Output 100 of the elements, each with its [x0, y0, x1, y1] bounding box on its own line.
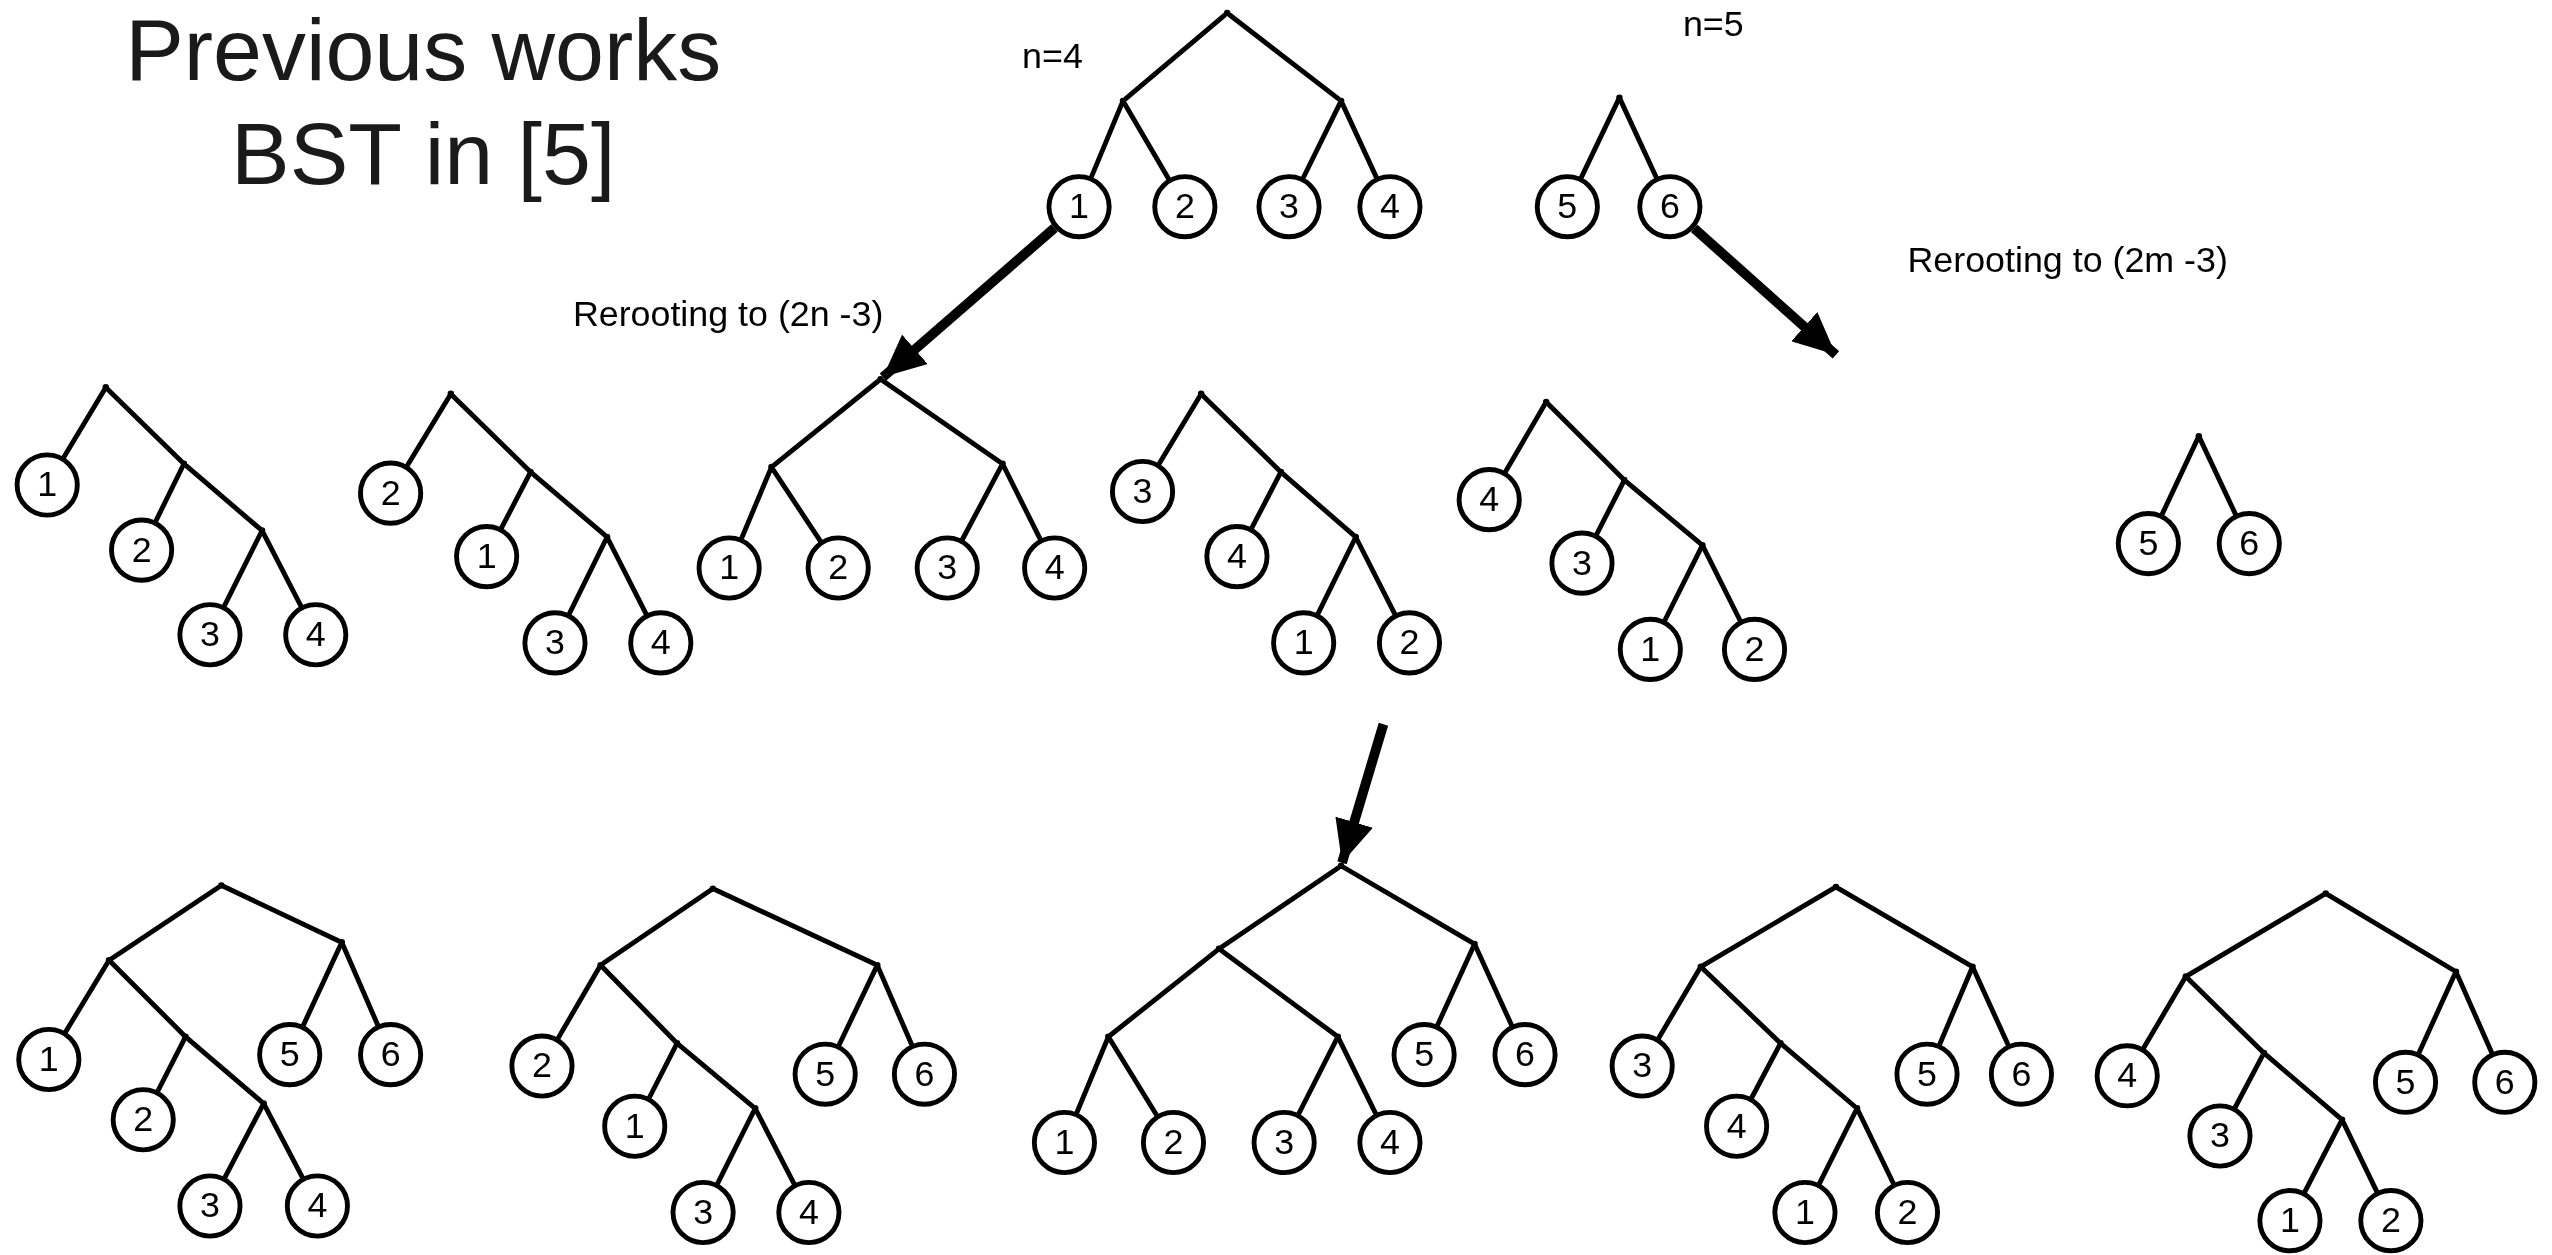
leaf-node: 6 — [1637, 174, 1703, 240]
tree-branch — [1089, 101, 1125, 180]
tree-branch — [1780, 1042, 1857, 1109]
tree-branch — [2454, 972, 2495, 1055]
tree-branch — [1624, 479, 1703, 546]
tree-branch — [1817, 1108, 1858, 1186]
leaf-node: 1 — [602, 1093, 668, 1159]
leaf-node: 6 — [1988, 1041, 2054, 1107]
leaf-node: 3 — [1609, 1033, 1675, 1099]
leaf-node: 2 — [358, 460, 424, 526]
leaf-node: 1 — [14, 452, 80, 518]
leaf-node: 3 — [914, 535, 980, 601]
leaf-node: 2 — [1376, 610, 1442, 676]
tree-branch — [2141, 976, 2187, 1051]
tree-branch — [1662, 545, 1704, 623]
tree-branch — [1108, 948, 1219, 1038]
tree-branch — [1971, 967, 2011, 1047]
branch-point — [1616, 94, 1623, 101]
leaf-node: 4 — [1357, 174, 1423, 240]
leaf-node: 4 — [1704, 1093, 1770, 1159]
branch-point — [1119, 97, 1127, 105]
tree-branch — [606, 537, 649, 617]
branch-point — [597, 961, 604, 969]
leaf-node: 1 — [1772, 1179, 1838, 1246]
branch-point — [1337, 97, 1345, 105]
leaf-node: 6 — [891, 1041, 957, 1107]
tree-branch — [1749, 1043, 1782, 1100]
branch-point — [1853, 1105, 1861, 1112]
tree-branch — [1340, 101, 1379, 180]
tree-branch — [566, 537, 609, 617]
tree-branch — [1201, 393, 1281, 473]
branch-point — [1277, 468, 1285, 476]
tree-branch — [183, 463, 262, 531]
tree-branch — [1578, 98, 1621, 180]
leaf-node: 2 — [509, 1033, 575, 1099]
leaf-node: 3 — [177, 1173, 243, 1239]
tree-branch — [1122, 101, 1171, 182]
branch-point — [768, 463, 775, 471]
tree-branch — [715, 1108, 757, 1186]
leaf-node: 5 — [1534, 174, 1600, 240]
branch-point — [258, 527, 266, 534]
leaf-node: 1 — [1617, 616, 1683, 682]
leaf-node: 3 — [177, 602, 243, 668]
branch-point — [1697, 963, 1705, 970]
tree-branch — [300, 942, 343, 1028]
leaf-node: 3 — [670, 1179, 736, 1246]
branch-point — [999, 460, 1006, 468]
tree-branch — [1219, 865, 1341, 950]
tree-branch — [105, 387, 185, 464]
tree-branch — [2185, 976, 2265, 1054]
branch-point — [1105, 1033, 1112, 1040]
branch-point — [1777, 1040, 1784, 1047]
tree-branch — [836, 965, 879, 1048]
leaf-node: 5 — [2372, 1049, 2439, 1115]
tree-branch — [771, 378, 881, 468]
leaf-node: 4 — [1357, 1110, 1423, 1176]
leaf-node: 3 — [1549, 530, 1615, 596]
leaf-node: 2 — [1721, 616, 1788, 682]
tree-branch — [713, 887, 877, 967]
leaf-node: 6 — [358, 1022, 424, 1088]
tree-branch — [109, 884, 222, 961]
leaf-node: 4 — [283, 602, 349, 668]
tree-branch — [1836, 886, 1973, 968]
branch-point — [1197, 390, 1205, 398]
branch-point — [1215, 945, 1223, 953]
leaf-node: 4 — [1022, 535, 1088, 601]
branch-point — [877, 375, 884, 383]
leaf-node: 2 — [109, 517, 175, 583]
leaf-node: 4 — [776, 1179, 842, 1246]
branch-point — [2195, 432, 2203, 440]
leaf-node: 4 — [2094, 1043, 2160, 1109]
tree-branch — [185, 1036, 264, 1104]
tree-branch — [222, 531, 263, 609]
tree-branch — [2263, 1052, 2342, 1121]
slide-title: Previous works BST in [5] — [124, 0, 723, 204]
leaf-node: 6 — [2216, 511, 2282, 577]
tree-branch — [1856, 1108, 1896, 1186]
tree-branch — [1701, 886, 1836, 968]
tree-branch — [1594, 480, 1626, 537]
leaf-node: 1 — [2257, 1188, 2323, 1254]
branch-point — [673, 1040, 681, 1047]
tree-branch — [1107, 1037, 1159, 1118]
leaf-node: 5 — [1894, 1041, 1960, 1107]
branch-point — [1621, 476, 1628, 484]
leaf-node: 1 — [16, 1027, 82, 1093]
tree-branch — [155, 1037, 187, 1094]
leaf-node: 5 — [257, 1022, 323, 1088]
branch-point — [874, 961, 881, 969]
branch-point — [2338, 1116, 2346, 1123]
branch-point — [1542, 398, 1550, 406]
tree-branch — [1227, 12, 1341, 102]
tree-branch — [530, 471, 608, 538]
leaf-node: 4 — [284, 1173, 350, 1239]
tree-branch — [2416, 972, 2458, 1056]
leaf-node: 2 — [1874, 1179, 1941, 1246]
tree-branch — [647, 1043, 679, 1100]
tree-branch — [677, 1042, 756, 1109]
tree-branch — [1701, 545, 1743, 623]
tree-branch — [261, 531, 304, 609]
branch-point — [1832, 883, 1840, 891]
